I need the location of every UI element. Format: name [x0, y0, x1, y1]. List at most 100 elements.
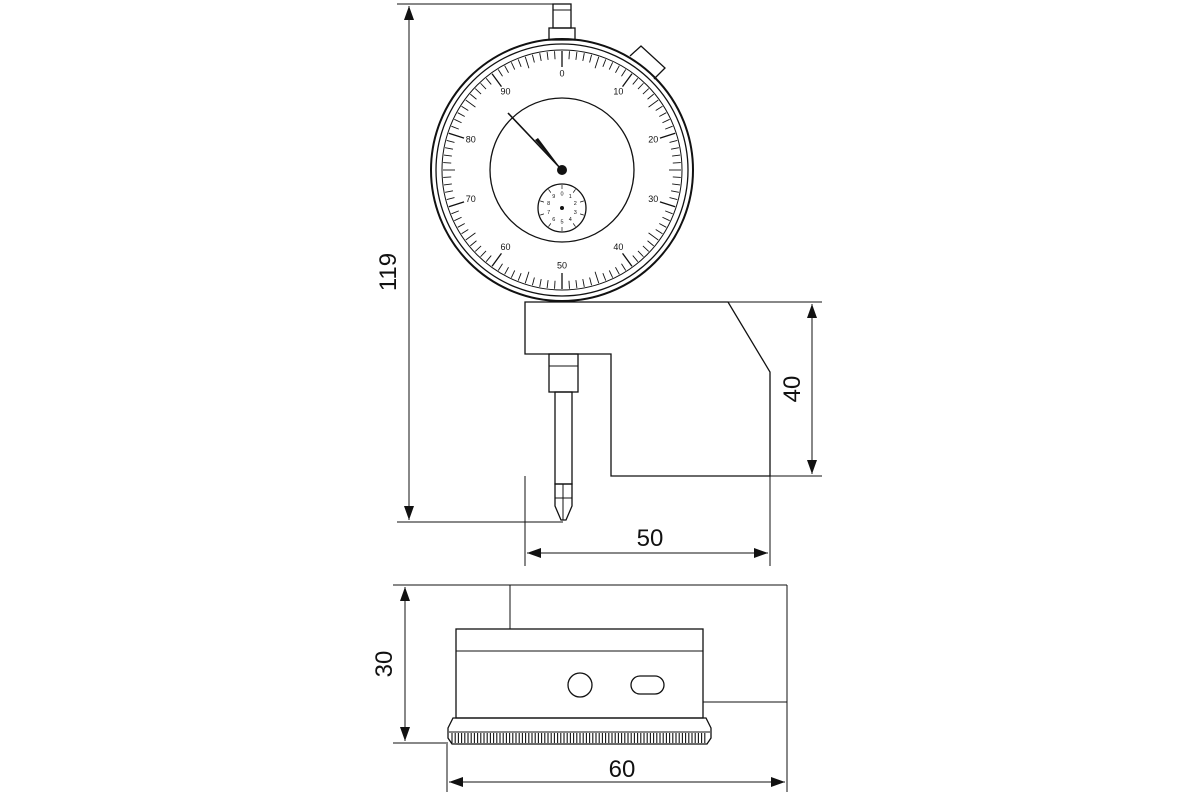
counter-number: 7	[547, 210, 550, 216]
dial-number: 60	[501, 242, 511, 252]
dial-tick	[670, 190, 679, 193]
dial-tick	[589, 277, 593, 286]
dial-tick	[491, 73, 502, 88]
base-knurling	[451, 733, 706, 743]
dial-tick	[637, 250, 644, 258]
dial-tick	[531, 277, 535, 286]
dial-tick	[608, 62, 614, 70]
dial-number: 90	[501, 87, 511, 97]
dial-tick	[446, 139, 455, 143]
dial-number: 0	[559, 68, 564, 78]
dimension-height-total: 119	[375, 3, 563, 523]
dial-number: 20	[648, 135, 658, 145]
base-knurled-ring	[447, 717, 712, 745]
dial-tick	[504, 267, 509, 275]
dial-tick	[621, 69, 627, 77]
dial-stem	[548, 3, 576, 41]
dial-bezel-outer	[430, 38, 694, 302]
dial-tick	[448, 201, 465, 208]
counter-tick	[540, 200, 545, 203]
dial-tick	[546, 280, 549, 289]
dial-tick	[443, 176, 452, 178]
dial-tick	[474, 88, 482, 95]
dial-tick	[672, 154, 681, 157]
dial-tick	[539, 53, 542, 62]
dial-bezel-inner	[435, 43, 689, 297]
dial-tick	[539, 278, 542, 287]
counter-number: 2	[574, 201, 577, 207]
dial-tick	[568, 51, 570, 60]
dial-tick	[443, 154, 452, 157]
dial-tick	[465, 99, 476, 108]
dial-tick	[647, 93, 654, 100]
dial-tick	[454, 216, 462, 222]
dial-tick	[575, 51, 578, 60]
dial-number: 40	[613, 242, 623, 252]
dial-tick	[637, 82, 644, 90]
dial-tick	[465, 232, 476, 241]
dial-tick	[485, 255, 492, 262]
dial-number: 30	[648, 194, 658, 204]
dial-tick	[642, 245, 650, 252]
dial-tick	[672, 162, 681, 164]
dial-tick	[594, 56, 600, 69]
dimension-label: 40	[779, 376, 806, 403]
dial-tick	[655, 105, 663, 111]
dial-number: 50	[557, 260, 567, 270]
base-mount-hole	[567, 672, 593, 698]
dial-tick	[448, 132, 465, 139]
counter-number: 8	[547, 201, 550, 207]
dial-tick	[648, 232, 659, 241]
dial-tick	[461, 229, 469, 235]
dial-tick	[594, 271, 600, 284]
dial-tick	[524, 56, 530, 69]
dial-tick	[647, 240, 654, 247]
dial-tick	[662, 216, 670, 222]
dial-tick	[510, 270, 516, 278]
dial-tick	[659, 112, 667, 117]
dimension-label: 50	[637, 525, 664, 552]
dimension-base-height: 30	[371, 584, 788, 792]
dial-tick	[554, 51, 556, 60]
dial-tick	[582, 53, 585, 62]
dial-tick	[648, 99, 659, 108]
dial-tick	[554, 280, 556, 289]
dial-tick	[622, 252, 633, 267]
dial-tick	[568, 280, 570, 289]
counter-number: 9	[552, 194, 555, 200]
counter-number: 3	[574, 210, 577, 216]
revolution-counter-pivot	[560, 206, 564, 210]
dial-tick	[642, 88, 650, 95]
dial-tick	[615, 65, 620, 73]
base-mount-slot	[630, 675, 665, 695]
dial-tick	[485, 78, 492, 85]
dial-tick	[659, 223, 667, 228]
dial-tick	[451, 125, 459, 130]
dimension-bracket-height: 40	[728, 301, 822, 477]
dimension-label: 30	[371, 651, 398, 678]
counter-tick	[548, 189, 552, 193]
dial-tick	[669, 197, 678, 201]
counter-tick	[579, 213, 584, 216]
dial-tick	[454, 118, 462, 124]
counter-number: 4	[569, 217, 572, 223]
counter-tick	[579, 200, 584, 203]
dial-face-edge	[441, 49, 683, 291]
dial-tick	[662, 118, 670, 124]
dimension-label: 60	[609, 756, 636, 783]
dial-tick	[575, 280, 578, 289]
dial-number: 80	[466, 135, 476, 145]
dial-tick	[445, 190, 454, 193]
dial-tick	[622, 73, 633, 88]
revolution-counter: 0 1 2 3 4 5 6 7 8 9	[537, 183, 587, 233]
counter-number: 6	[552, 217, 555, 223]
dial-tick	[504, 65, 509, 73]
dial-tick	[670, 147, 679, 150]
dial-tick	[669, 139, 678, 143]
dial-tick	[480, 250, 487, 258]
dial-tick	[517, 273, 522, 281]
dial-tick	[474, 245, 482, 252]
dial-tick	[443, 183, 452, 186]
dimension-offset-width: 50	[524, 476, 771, 566]
